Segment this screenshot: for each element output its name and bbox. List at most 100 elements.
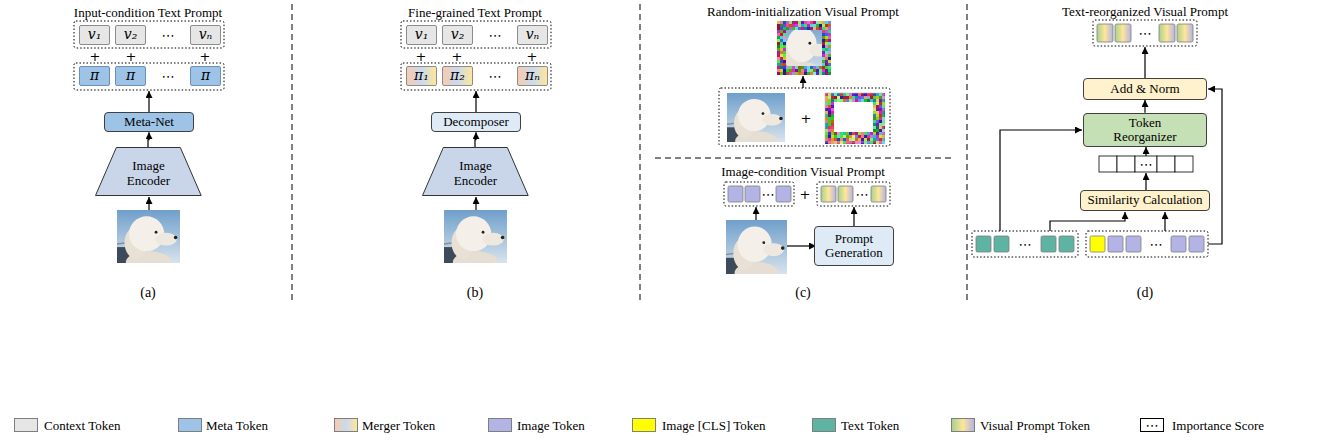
noise-pixel (822, 54, 825, 57)
noise-pixel (825, 39, 828, 42)
noise-pixel (825, 66, 828, 69)
noise-pixel (810, 24, 813, 27)
noise-pixel (879, 117, 882, 120)
noise-pixel (852, 132, 855, 135)
noise-pixel (879, 135, 882, 138)
noise-pixel (855, 141, 858, 144)
noise-pixel (825, 114, 828, 117)
noise-pixel (861, 138, 864, 141)
dog-photo (727, 93, 785, 142)
noise-pixel (861, 132, 864, 135)
noise-pixel (831, 108, 834, 111)
legend-text: Image [CLS] Token (662, 419, 766, 432)
noise-border (825, 93, 883, 142)
text-token (1041, 236, 1056, 252)
noise-pixel (822, 60, 825, 63)
noise-pixel (864, 138, 867, 141)
noise-pixel (882, 102, 885, 105)
noise-pixel (828, 72, 831, 75)
noise-pixel (825, 96, 828, 99)
node-text: v₂ (124, 27, 138, 42)
noise-pixel (792, 69, 795, 72)
noise-pixel (825, 63, 828, 66)
noise-pixel (804, 27, 807, 30)
process-box: Token Reorganizer (1083, 113, 1207, 148)
noise-pixel (828, 27, 831, 30)
noise-pixel (876, 129, 879, 132)
noise-pixel (822, 42, 825, 45)
noise-pixel (828, 36, 831, 39)
noise-pixel (828, 60, 831, 63)
noise-pixel (795, 72, 798, 75)
noise-pixel (870, 132, 873, 135)
noise-pixel (828, 129, 831, 132)
noise-pixel (834, 96, 837, 99)
noise-pixel (786, 72, 789, 75)
noise-pixel (882, 123, 885, 126)
noise-pixel (873, 126, 876, 129)
plus-sign: + (452, 50, 463, 63)
noise-pixel (813, 24, 816, 27)
noise-pixel (846, 132, 849, 135)
noise-pixel (777, 42, 780, 45)
noise-pixel (810, 27, 813, 30)
visual-prompt-token (871, 186, 886, 202)
noise-pixel (828, 63, 831, 66)
noise-pixel (858, 132, 861, 135)
noise-pixel (831, 99, 834, 102)
noise-pixel (822, 24, 825, 27)
noise-pixel (804, 24, 807, 27)
noise-pixel (849, 138, 852, 141)
noise-pixel (807, 27, 810, 30)
visual-prompt-token (821, 186, 836, 202)
image-token (1189, 236, 1204, 252)
flow-arrow (148, 197, 149, 210)
noise-pixel (783, 51, 786, 54)
noise-pixel (843, 135, 846, 138)
noise-pixel (864, 141, 867, 144)
noise-pixel (825, 138, 828, 141)
noise-pixel (825, 27, 828, 30)
noise-pixel (828, 42, 831, 45)
noise-pixel (852, 99, 855, 102)
noise-pixel (783, 66, 786, 69)
noise-pixel (816, 27, 819, 30)
dog-nose (779, 117, 783, 121)
image-token (745, 186, 760, 202)
noise-pixel (777, 33, 780, 36)
visual-prompt-token (1159, 24, 1175, 42)
noise-pixel (828, 54, 831, 57)
visual-prompt-token (838, 186, 853, 202)
noise-pixel (882, 111, 885, 114)
noise-pixel (807, 66, 810, 69)
noise-pixel (873, 105, 876, 108)
noise-pixel (876, 96, 879, 99)
node-text: Meta-Net (124, 115, 174, 129)
visual-prompt-token (1177, 24, 1193, 42)
noise-pixel (828, 117, 831, 120)
node-text: πₙ (525, 68, 540, 83)
noise-pixel (873, 102, 876, 105)
noise-pixel (816, 66, 819, 69)
noise-pixel (825, 36, 828, 39)
noise-pixel (816, 72, 819, 75)
token-group-box (724, 182, 794, 206)
noise-pixel (828, 102, 831, 105)
noise-pixel (789, 66, 792, 69)
token-group-box (401, 63, 551, 90)
node-text: v₁ (415, 27, 429, 42)
noise-pixel (777, 36, 780, 39)
noise-pixel (861, 141, 864, 144)
noise-frame (777, 21, 831, 75)
noise-pixel (816, 69, 819, 72)
noise-pixel (777, 45, 780, 48)
text-token (1059, 236, 1074, 252)
legend-swatch (632, 418, 656, 432)
noise-pixel (867, 135, 870, 138)
noise-pixel (807, 24, 810, 27)
importance-cell (1135, 156, 1157, 172)
noise-pixel (780, 36, 783, 39)
image-token (776, 186, 791, 202)
noise-pixel (819, 21, 822, 24)
noise-pixel (837, 96, 840, 99)
